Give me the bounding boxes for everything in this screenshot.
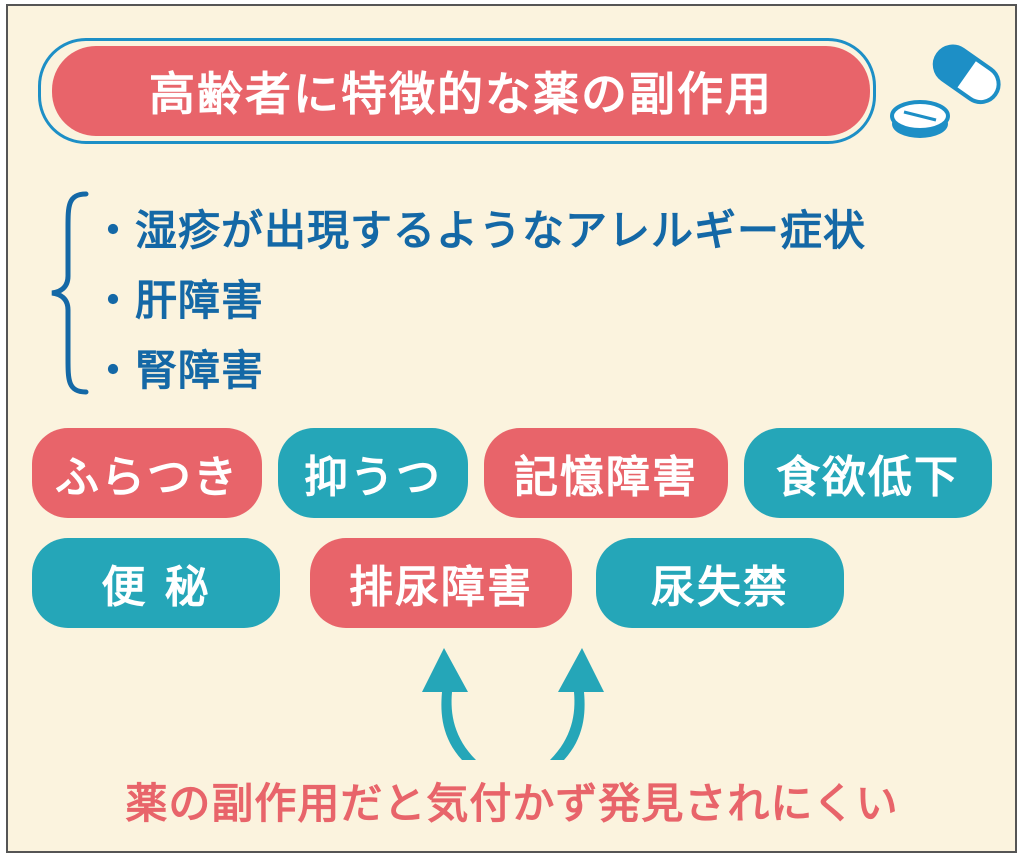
tag-constipation: 便 秘: [32, 538, 280, 628]
tag-incontinence: 尿失禁: [596, 538, 844, 628]
bullet-kidney: ・腎障害: [92, 346, 265, 395]
footer-caption: 薬の副作用だと気付かず発見されにくい: [125, 779, 899, 828]
curly-brace-icon: [51, 191, 89, 395]
up-arrows-icon: [422, 648, 604, 760]
bullet-allergy: ・湿疹が出現するようなアレルギー症状: [92, 206, 867, 255]
tag-depression: 抑うつ: [278, 428, 468, 518]
page-title: 高齢者に特徴的な薬の副作用: [52, 46, 870, 136]
tag-memory-impairment: 記憶障害: [484, 428, 728, 518]
tag-dizziness: ふらつき: [32, 428, 262, 518]
bullet-liver: ・肝障害: [92, 276, 265, 325]
tag-appetite-loss: 食欲低下: [744, 428, 992, 518]
tag-urination-disorder: 排尿障害: [310, 538, 572, 628]
pills-icon: [890, 44, 1001, 138]
